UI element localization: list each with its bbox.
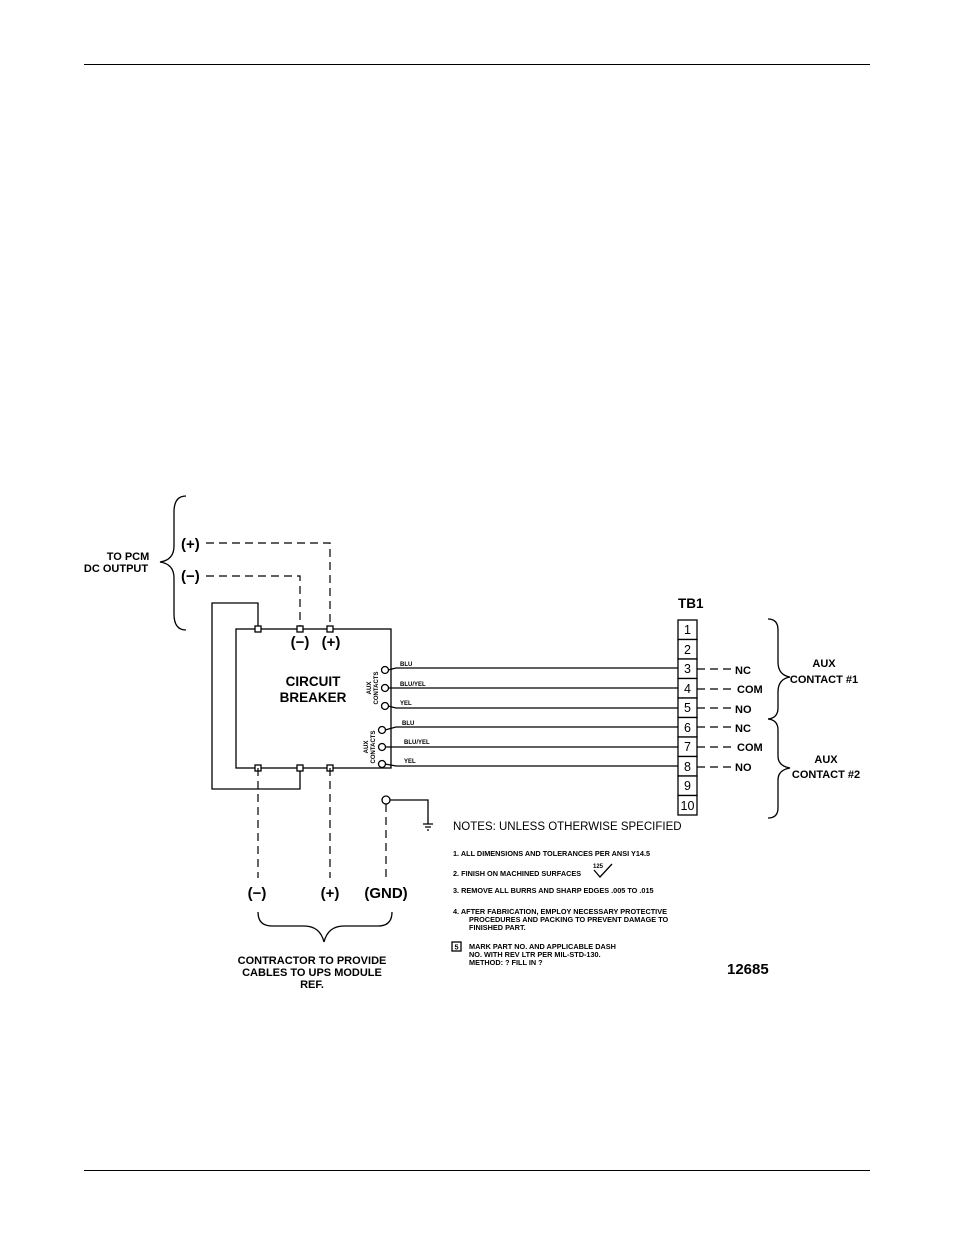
- wire-label: BLU: [400, 662, 412, 668]
- contractor-brace: [257, 911, 393, 943]
- notes-header: NOTES: UNLESS OTHERWISE SPECIFIED: [453, 821, 682, 833]
- terminal-number: 9: [684, 779, 691, 793]
- pcm-plus: (+): [181, 536, 200, 553]
- aux-contact-terminal: [377, 725, 387, 735]
- terminal-number: 7: [684, 740, 691, 754]
- terminal-number: 4: [684, 682, 691, 696]
- bottom-plus-label: (+): [321, 885, 340, 902]
- aux-contact-2-line1: AUX: [814, 754, 838, 766]
- breaker-terminal: [296, 764, 304, 772]
- figure-number: 12685: [727, 961, 769, 978]
- aux-contact-terminal: [377, 742, 387, 752]
- pcm-minus-dashed-wire: [206, 575, 301, 629]
- pcm-brace: [159, 495, 187, 631]
- wire-label: BLU/YEL: [400, 682, 426, 688]
- note-5-line1: MARK PART NO. AND APPLICABLE DASH: [469, 942, 616, 951]
- aux-contact-1-line2: CONTACT #1: [790, 674, 858, 686]
- breaker-plus-label: (+): [322, 634, 341, 651]
- breaker-terminal: [326, 625, 334, 633]
- pcm-title-line2: DC OUTPUT: [84, 563, 148, 575]
- note-3: 3. REMOVE ALL BURRS AND SHARP EDGES .005…: [453, 886, 654, 895]
- contractor-line1: CONTRACTOR TO PROVIDE: [238, 955, 387, 967]
- note-5-line2: NO. WITH REV LTR PER MIL-STD-130.: [469, 950, 601, 959]
- terminal-number: 6: [684, 721, 691, 735]
- terminal-number: 1: [684, 623, 691, 637]
- wire-blu-2: [384, 726, 678, 731]
- breaker-label-line1: CIRCUIT: [286, 674, 341, 689]
- note-5-number-box: [451, 941, 462, 952]
- breaker-terminal: [296, 625, 304, 633]
- terminal-number: 2: [684, 643, 691, 657]
- tb1-label: TB1: [678, 596, 704, 611]
- aux-contacts-2-label-b: CONTACTS: [371, 731, 377, 764]
- aux-contacts-1-label-b: CONTACTS: [374, 672, 380, 705]
- bottom-minus-label: (−): [248, 885, 267, 902]
- aux-contact-terminal: [377, 759, 387, 769]
- contact-nc-1: NC: [735, 665, 751, 677]
- wire-label: YEL: [400, 701, 412, 707]
- wire-yel-1: [387, 705, 678, 709]
- wire-yel-2: [384, 763, 678, 767]
- pcm-minus: (−): [181, 568, 200, 585]
- note-4-line3: FINISHED PART.: [469, 923, 526, 932]
- circuit-breaker-box: [235, 628, 392, 769]
- aux-contact-2-line2: CONTACT #2: [792, 769, 860, 781]
- bottom-gnd-label: (GND): [364, 885, 407, 902]
- top-rule: [84, 64, 870, 65]
- note-4-line1: 4. AFTER FABRICATION, EMPLOY NECESSARY P…: [453, 907, 667, 916]
- aux-contact-terminal: [380, 701, 390, 711]
- terminal-number: 5: [684, 701, 691, 715]
- contact-com-2: COM: [737, 742, 763, 754]
- wire-blu-1: [387, 667, 678, 671]
- aux-contacts-2-label-a: AUX: [364, 741, 370, 754]
- wire-label: YEL: [404, 759, 416, 765]
- note-4-line2: PROCEDURES AND PACKING TO PREVENT DAMAGE…: [469, 915, 669, 924]
- terminal-number: 10: [681, 799, 695, 813]
- contact-no-2: NO: [735, 762, 752, 774]
- note-5-number: 5: [454, 943, 458, 952]
- contact-no-1: NO: [735, 704, 752, 716]
- aux-contact-terminal: [380, 683, 390, 693]
- breaker-loop-wire: [211, 602, 301, 790]
- note-5-line3: METHOD: ? FILL IN ?: [469, 958, 543, 967]
- aux-contact-terminal: [380, 665, 390, 675]
- terminal-number: 3: [684, 662, 691, 676]
- terminal-cell: [677, 794, 698, 816]
- aux-contact-1-line1: AUX: [812, 658, 836, 670]
- note-2-finish-value: 125: [593, 864, 604, 870]
- aux-contact-2-brace: [767, 718, 791, 819]
- breaker-minus-label: (−): [291, 634, 310, 651]
- finish-check-icon: [593, 863, 613, 878]
- bottom-rule: [84, 1170, 870, 1171]
- aux-contact-1-brace: [767, 618, 791, 720]
- contact-nc-2: NC: [735, 723, 751, 735]
- wire-label: BLU/YEL: [404, 740, 430, 746]
- note-1: 1. ALL DIMENSIONS AND TOLERANCES PER ANS…: [453, 849, 650, 858]
- aux-contacts-1-label-a: AUX: [367, 682, 373, 695]
- contractor-line3: REF.: [300, 979, 324, 991]
- ground-terminal: [381, 795, 391, 805]
- ground-wire: [390, 799, 429, 824]
- ground-icon: [423, 823, 433, 831]
- breaker-terminal: [254, 625, 262, 633]
- pcm-title-line1: TO PCM: [107, 551, 150, 563]
- terminal-block: 1 2 3 4 5 6 7 8 9 10: [677, 619, 698, 816]
- note-2: 2. FINISH ON MACHINED SURFACES: [453, 869, 581, 878]
- contractor-line2: CABLES TO UPS MODULE: [242, 967, 382, 979]
- breaker-label-line2: BREAKER: [280, 690, 347, 705]
- wire-label: BLU: [402, 721, 414, 727]
- terminal-number: 8: [684, 760, 691, 774]
- pcm-plus-dashed-wire: [206, 542, 331, 629]
- contact-com-1: COM: [737, 684, 763, 696]
